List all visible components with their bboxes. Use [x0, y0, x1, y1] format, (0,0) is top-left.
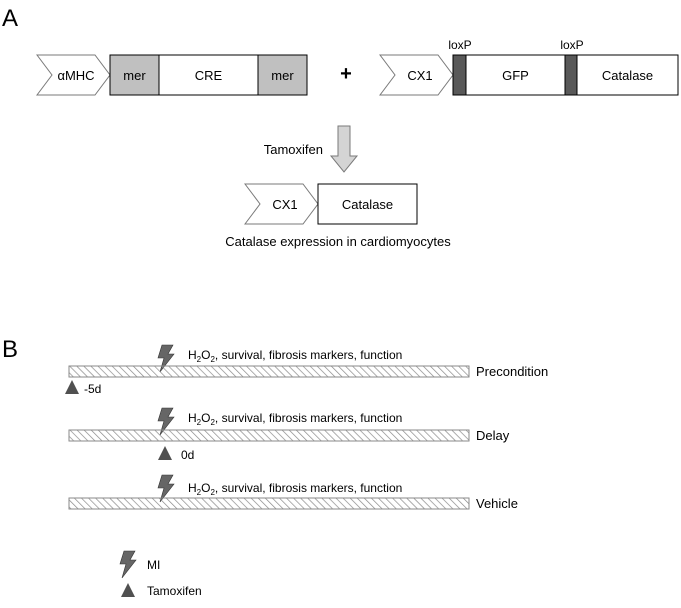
cre-segment	[158, 54, 259, 96]
loxp-left-label: loxP	[448, 38, 471, 52]
tamoxifen-time-label: -5d	[84, 382, 101, 396]
timeline-name: Delay	[476, 428, 510, 443]
timeline-bar	[68, 429, 470, 442]
panel-a-caption: Catalase expression in cardiomyocytes	[225, 234, 451, 249]
construct-cx1-gfp-catalase: loxP loxP CX1 GFP Catalase	[379, 38, 679, 96]
promoter-cx1-arrow	[379, 54, 454, 96]
timeline-delay: H2O2, survival, fibrosis markers, functi…	[68, 407, 510, 462]
tamoxifen-triangle-icon	[158, 446, 172, 460]
catalase-segment	[576, 54, 679, 96]
timeline-name: Vehicle	[476, 496, 518, 511]
timeline-readout: H2O2, survival, fibrosis markers, functi…	[188, 481, 402, 497]
legend-tamoxifen-label: Tamoxifen	[147, 584, 202, 598]
timeline-vehicle: H2O2, survival, fibrosis markers, functi…	[68, 474, 518, 511]
loxp-site-right	[564, 54, 578, 96]
result-promoter-cx1-arrow	[244, 183, 319, 225]
mer-left-label: mer	[123, 68, 146, 83]
mer-right-label: mer	[271, 68, 294, 83]
mer-segment-right	[257, 54, 308, 96]
panel-b-label: B	[2, 336, 18, 363]
legend: MI Tamoxifen	[119, 550, 202, 598]
result-promoter-label: CX1	[272, 197, 297, 212]
loxp-site-left	[452, 54, 467, 96]
loxp-right-label: loxP	[560, 38, 583, 52]
gfp-label: GFP	[502, 68, 529, 83]
promoter-alphamhc-arrow	[36, 54, 111, 96]
down-arrow-icon	[329, 125, 359, 173]
legend-mi-label: MI	[147, 558, 160, 572]
promoter-alphamhc-label: αMHC	[57, 68, 94, 83]
construct-alphamhc-mercremer: αMHC mer CRE mer	[36, 54, 308, 96]
tamoxifen-triangle-icon	[121, 583, 135, 597]
timeline-precondition: H2O2, survival, fibrosis markers, functi…	[65, 344, 548, 396]
timeline-name: Precondition	[476, 364, 548, 379]
result-catalase-label: Catalase	[342, 197, 393, 212]
result-catalase-segment	[317, 183, 418, 225]
tamoxifen-treatment-label: Tamoxifen	[264, 142, 323, 157]
promoter-cx1-label: CX1	[407, 68, 432, 83]
panel-a-label: A	[2, 5, 18, 32]
plus-sign: +	[340, 63, 352, 85]
timeline-readout: H2O2, survival, fibrosis markers, functi…	[188, 348, 402, 364]
timeline-bar	[68, 365, 470, 378]
construct-cx1-catalase: CX1 Catalase	[244, 183, 418, 225]
timeline-readout: H2O2, survival, fibrosis markers, functi…	[188, 411, 402, 427]
lightning-mi-icon	[119, 550, 137, 579]
catalase-label: Catalase	[602, 68, 653, 83]
tamoxifen-time-label: 0d	[181, 448, 194, 462]
cre-label: CRE	[195, 68, 223, 83]
tamoxifen-triangle-icon	[65, 380, 79, 394]
timeline-bar	[68, 497, 470, 510]
